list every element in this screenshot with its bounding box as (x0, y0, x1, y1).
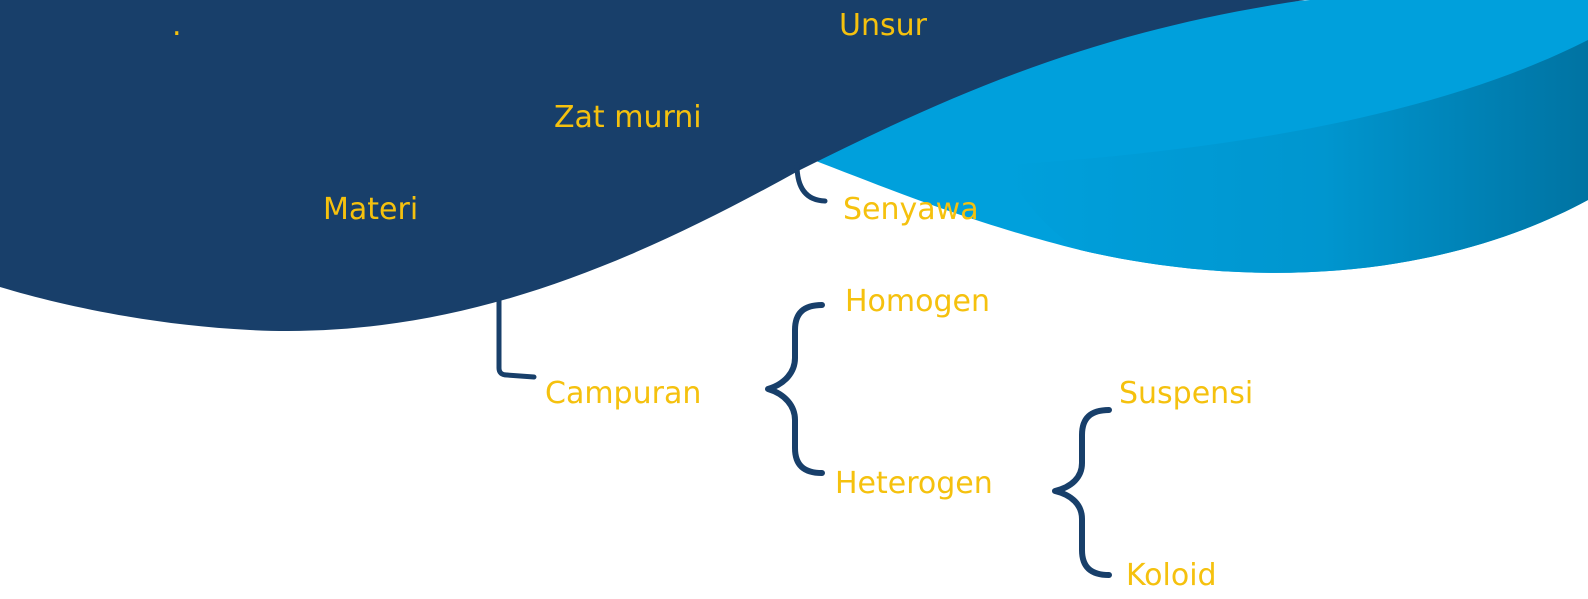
node-materi: Materi (323, 192, 419, 227)
node-senyawa: Senyawa (843, 192, 979, 227)
node-unsur: Unsur (839, 8, 927, 43)
node-heterogen: Heterogen (835, 466, 993, 501)
brace-heterogen (1052, 407, 1112, 578)
marker-dot: . (172, 8, 182, 43)
wave-dark (1000, 40, 1588, 273)
node-campuran: Campuran (545, 376, 702, 411)
node-koloid: Koloid (1126, 558, 1217, 593)
bracket-zat-murni (794, 162, 828, 204)
bracket-materi (496, 277, 537, 380)
node-zat-murni: Zat murni (554, 100, 702, 135)
node-homogen: Homogen (845, 284, 991, 319)
wave-navy (0, 0, 1305, 331)
brace-campuran (765, 302, 825, 476)
node-suspensi: Suspensi (1119, 376, 1254, 411)
